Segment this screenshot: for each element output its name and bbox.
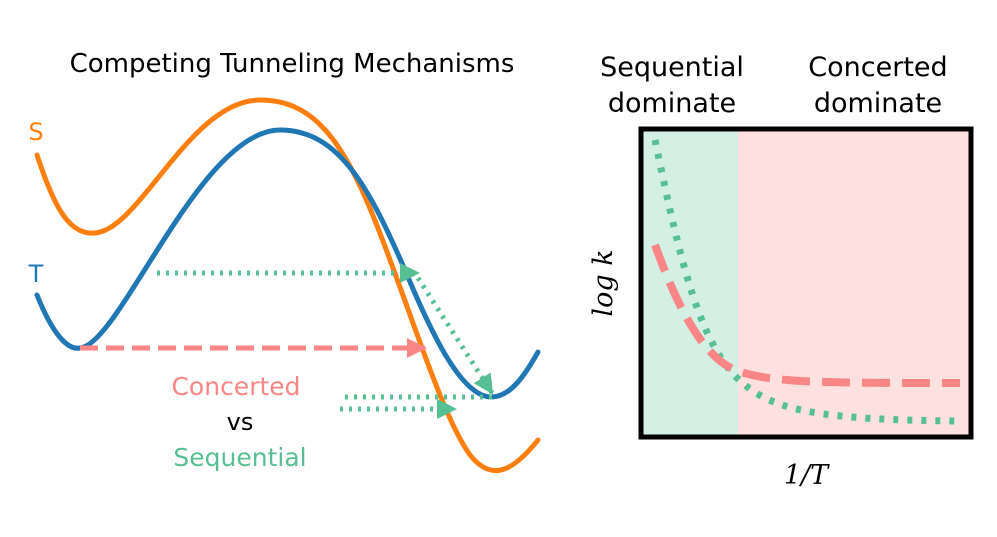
region-label-concerted-line1: Concerted [808, 52, 947, 83]
region-label-sequential-line2: dominate [608, 88, 736, 119]
s-curve [34, 97, 541, 474]
legend-vs: vs [227, 408, 254, 436]
region-label-concerted-line2: dominate [814, 88, 942, 119]
rate-plot: Sequential dominate Concerted dominate l… [588, 52, 974, 491]
y-axis-label: log k [588, 249, 619, 316]
region-label-sequential-line1: Sequential [600, 52, 744, 83]
diagram-title: Competing Tunneling Mechanisms [70, 49, 515, 79]
concerted-rate-curve [651, 243, 961, 387]
x-axis-label: 1/T [784, 460, 830, 491]
sequential-region [641, 129, 738, 437]
t-curve [34, 127, 541, 400]
plot-frame [638, 126, 974, 440]
sequential-rate-curve [651, 139, 961, 425]
s-curve-label: S [28, 118, 43, 146]
potential-diagram: Competing Tunneling Mechanisms S T Conce… [28, 49, 541, 474]
legend-sequential: Sequential [173, 443, 306, 472]
concerted-region [738, 129, 971, 437]
legend-concerted: Concerted [171, 372, 300, 401]
t-curve-label: T [28, 260, 44, 288]
sequential-arrow-2 [415, 276, 495, 395]
